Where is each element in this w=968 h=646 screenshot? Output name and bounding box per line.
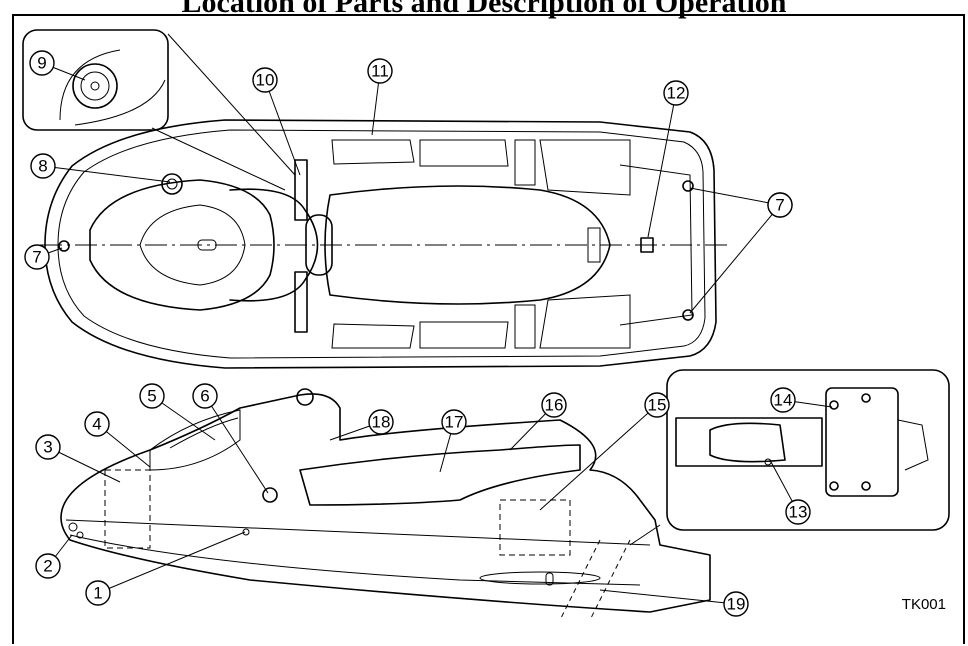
handlebar-left bbox=[294, 159, 308, 221]
figure-code: TK001 bbox=[901, 596, 946, 613]
leader-line bbox=[97, 531, 246, 594]
callout-circle bbox=[785, 499, 811, 525]
callout-number: 9 bbox=[37, 54, 46, 73]
callout-8: 8 bbox=[30, 153, 171, 183]
callout-18: 18 bbox=[329, 409, 394, 441]
leader-line bbox=[47, 446, 121, 483]
callout-circle bbox=[770, 387, 796, 413]
callout-circle bbox=[644, 392, 670, 418]
callout-number: 13 bbox=[789, 503, 808, 522]
callout-number: 1 bbox=[93, 584, 102, 603]
callout-circle bbox=[139, 383, 165, 409]
callout-circle bbox=[29, 50, 55, 76]
callout-10: 10 bbox=[252, 67, 301, 176]
callout-number: 7 bbox=[775, 196, 784, 215]
leader-line bbox=[647, 92, 677, 238]
leader-line bbox=[204, 395, 269, 494]
callout-circle bbox=[30, 153, 56, 179]
callout-circle bbox=[723, 591, 749, 617]
callout-circle bbox=[367, 58, 393, 84]
callout-number: 2 bbox=[43, 557, 52, 576]
leader-line bbox=[151, 395, 216, 441]
leader-line bbox=[42, 165, 171, 183]
callout-7: 7 bbox=[689, 192, 793, 314]
callout-circle bbox=[85, 580, 111, 606]
top-view bbox=[40, 119, 730, 369]
callout-number: 6 bbox=[200, 387, 209, 406]
callout-1: 1 bbox=[85, 531, 246, 606]
callout-9: 9 bbox=[29, 50, 86, 81]
pump-inset bbox=[629, 369, 950, 546]
hood bbox=[89, 179, 275, 311]
callout-19: 19 bbox=[599, 589, 749, 617]
callout-4: 4 bbox=[84, 411, 151, 468]
diagram-frame bbox=[12, 14, 965, 644]
callout-number: 5 bbox=[147, 387, 156, 406]
callout-circle bbox=[541, 392, 567, 418]
callout-number: 7 bbox=[32, 248, 41, 267]
callout-number: 14 bbox=[774, 391, 793, 410]
callout-number: 8 bbox=[38, 157, 47, 176]
seat bbox=[324, 185, 611, 305]
callout-circle bbox=[767, 192, 793, 218]
callout-2: 2 bbox=[35, 534, 73, 579]
callout-circle bbox=[24, 244, 50, 270]
callout-circle bbox=[84, 411, 110, 437]
callout-number: 12 bbox=[667, 84, 686, 103]
callout-number: 18 bbox=[372, 413, 391, 432]
callout-group: 1234567778910111213141516171819 bbox=[24, 50, 833, 617]
fuel-cap bbox=[161, 173, 183, 195]
callout-11: 11 bbox=[367, 58, 393, 136]
callout-14: 14 bbox=[770, 387, 833, 413]
callout-number: 11 bbox=[371, 62, 389, 81]
callout-12: 12 bbox=[647, 80, 689, 238]
callout-number: 17 bbox=[445, 413, 464, 432]
callout-circle bbox=[35, 553, 61, 579]
ignition-inset bbox=[22, 29, 296, 191]
leader-line bbox=[689, 187, 781, 206]
callout-number: 16 bbox=[545, 396, 564, 415]
callout-circle bbox=[441, 409, 467, 435]
callout-number: 4 bbox=[92, 415, 101, 434]
callout-circle bbox=[192, 383, 218, 409]
callout-circle bbox=[368, 409, 394, 435]
callout-6: 6 bbox=[192, 383, 269, 494]
handlebar-right bbox=[294, 271, 308, 333]
callout-number: 19 bbox=[727, 595, 746, 614]
leader-line bbox=[599, 589, 737, 605]
leader-line bbox=[539, 404, 658, 511]
callout-13: 13 bbox=[769, 459, 811, 525]
callout-number: 10 bbox=[256, 71, 275, 90]
callout-number: 15 bbox=[648, 396, 667, 415]
callout-number: 3 bbox=[43, 438, 52, 457]
callout-7: 7 bbox=[24, 244, 63, 270]
callout-3: 3 bbox=[35, 434, 121, 483]
leader-line bbox=[264, 79, 301, 176]
callout-circle bbox=[252, 67, 278, 93]
callout-circle bbox=[35, 434, 61, 460]
callout-17: 17 bbox=[439, 409, 467, 473]
callout-circle bbox=[663, 80, 689, 106]
top-hull-outline bbox=[44, 119, 717, 369]
callout-16: 16 bbox=[509, 392, 567, 451]
leader-line bbox=[689, 204, 781, 314]
callout-15: 15 bbox=[539, 392, 670, 511]
callout-5: 5 bbox=[139, 383, 216, 441]
